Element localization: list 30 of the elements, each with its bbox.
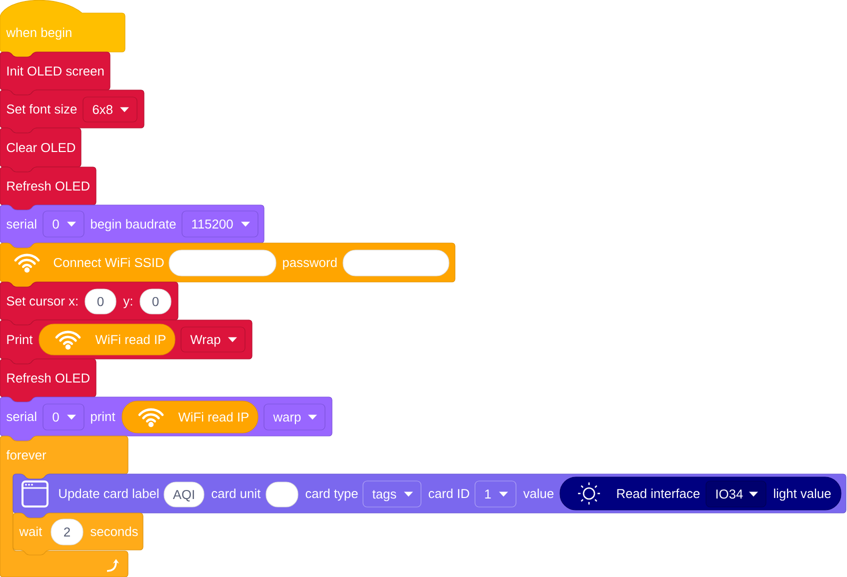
node-label: value	[523, 488, 554, 498]
input-field: 2	[50, 518, 84, 546]
dropdown: 0	[42, 404, 84, 430]
command-block: Refresh OLED	[0, 358, 96, 402]
command-block: Refresh OLED	[0, 166, 96, 210]
input-field	[266, 482, 298, 508]
reporter-block: WiFi read IP	[38, 324, 176, 356]
dropdown: warp	[264, 404, 326, 430]
node-label: password	[283, 258, 337, 270]
dropdown: 115200	[182, 210, 258, 238]
node-label: Read interface	[617, 488, 700, 498]
dropdown: Wrap	[180, 326, 246, 352]
node-label: Connect WiFi SSID	[54, 258, 164, 268]
reporter-block: WiFi read IP	[122, 400, 258, 434]
dropdown: 1	[474, 480, 516, 508]
input-field	[342, 250, 450, 276]
node-label: card ID	[428, 488, 470, 498]
input-field: 0	[84, 288, 116, 314]
dropdown: tags	[362, 480, 422, 508]
input-field: 0	[140, 288, 172, 314]
node-label: card unit	[212, 488, 261, 498]
dropdown: 6x8	[82, 96, 138, 122]
node-label: light value	[774, 488, 831, 501]
dropdown: IO34	[706, 480, 766, 508]
node-label: card type	[306, 488, 358, 501]
dropdown: 0	[42, 210, 84, 238]
hat-block: when begin	[0, 0, 126, 58]
node-label: Update card label	[59, 488, 158, 501]
command-block: Init OLED screen	[0, 52, 110, 96]
input-field	[168, 250, 276, 276]
